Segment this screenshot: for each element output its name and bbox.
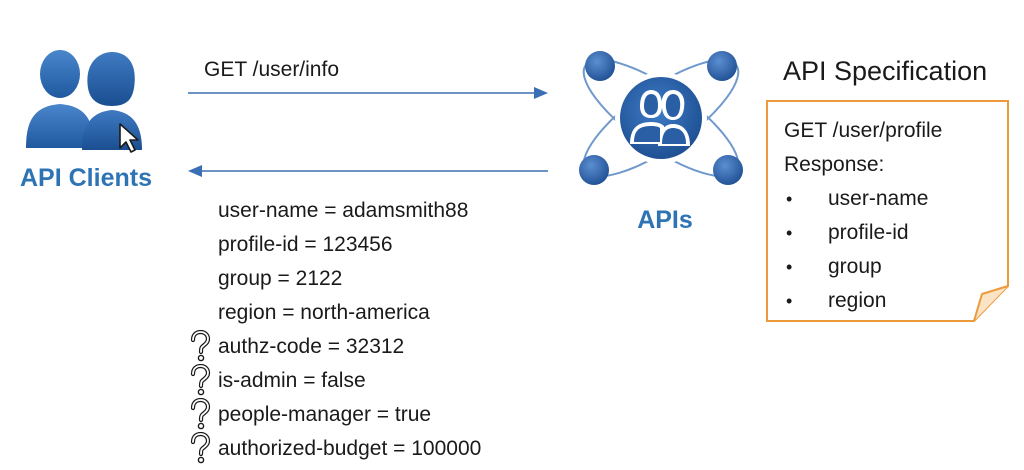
spec-fields-list: • user-name • profile-id • group • region — [784, 182, 1004, 318]
spec-field: • profile-id — [784, 216, 1004, 250]
atom-users-icon — [570, 36, 752, 196]
response-field-text: authz-code = 32312 — [218, 335, 405, 358]
bullet-icon: • — [786, 257, 793, 277]
response-field-text: profile-id = 123456 — [218, 233, 393, 256]
response-field: authorized-budget = 100000 — [186, 432, 606, 466]
api-clients-label: API Clients — [20, 164, 152, 192]
question-mark-icon — [188, 330, 214, 364]
apis-label: APIs — [637, 206, 693, 234]
response-field: is-admin = false — [186, 364, 606, 398]
response-arrow — [186, 160, 550, 182]
response-field: people-manager = true — [186, 398, 606, 432]
question-mark-icon — [188, 398, 214, 432]
spec-field-text: profile-id — [828, 221, 909, 244]
question-mark-icon — [188, 432, 214, 466]
response-field-text: user-name = adamsmith88 — [218, 199, 469, 222]
spec-field-text: group — [828, 255, 882, 278]
response-fields-list: user-name = adamsmith88 profile-id = 1234… — [186, 194, 606, 466]
spec-response-label: Response: — [784, 153, 885, 176]
spec-field-text: region — [828, 289, 887, 312]
response-field: region = north-america — [186, 296, 606, 330]
spec-field: • region — [784, 284, 1004, 318]
spec-title: API Specification — [783, 56, 988, 86]
spec-field: • group — [784, 250, 1004, 284]
response-field-text: is-admin = false — [218, 369, 366, 392]
bullet-icon: • — [786, 189, 793, 209]
spec-note: GET /user/profile Response: • user-name • p… — [766, 100, 1010, 322]
spec-field-text: user-name — [828, 187, 929, 210]
response-field: user-name = adamsmith88 — [186, 194, 606, 228]
response-field: group = 2122 — [186, 262, 606, 296]
request-label: GET /user/info — [204, 58, 340, 81]
response-field: profile-id = 123456 — [186, 228, 606, 262]
response-field-text: authorized-budget = 100000 — [218, 437, 482, 460]
response-field: authz-code = 32312 — [186, 330, 606, 364]
question-mark-icon — [188, 364, 214, 398]
request-arrow — [186, 82, 550, 104]
response-field-text: people-manager = true — [218, 403, 432, 426]
response-field-text: group = 2122 — [218, 267, 343, 290]
users-icon — [22, 44, 146, 156]
bullet-icon: • — [786, 291, 793, 311]
spec-endpoint: GET /user/profile — [784, 119, 943, 142]
response-field-text: region = north-america — [218, 301, 430, 324]
bullet-icon: • — [786, 223, 793, 243]
spec-field: • user-name — [784, 182, 1004, 216]
